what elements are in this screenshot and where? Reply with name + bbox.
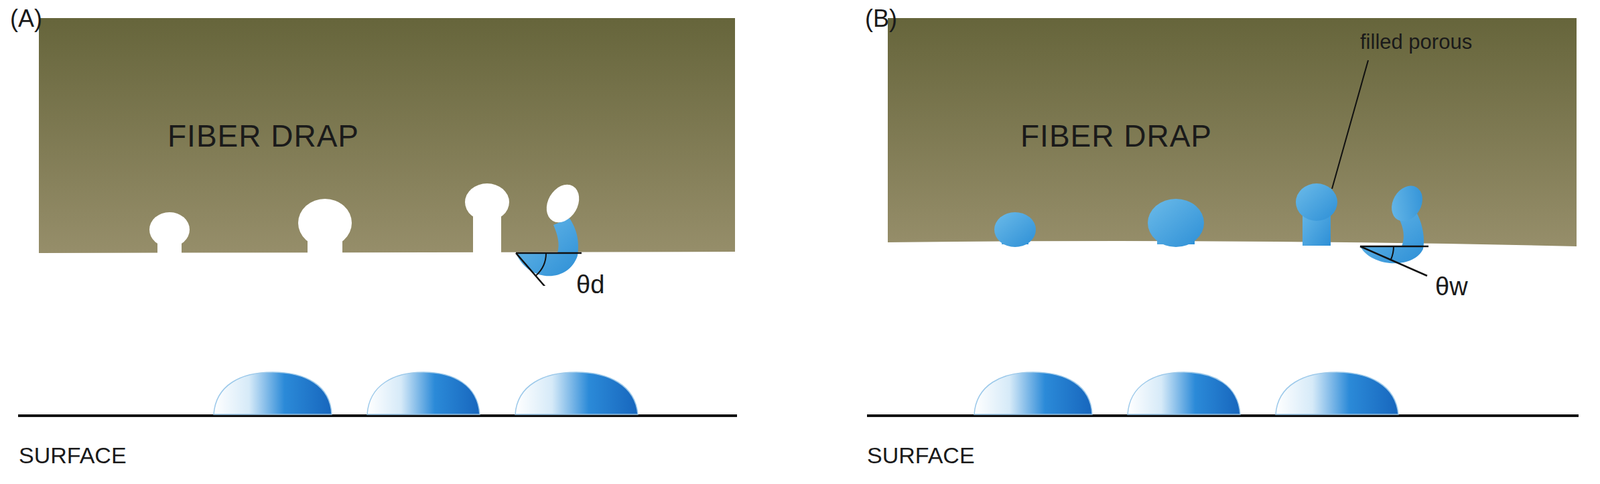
drap-outline — [887, 18, 1578, 287]
angle-line — [1360, 246, 1428, 277]
panel-label: (A) — [10, 5, 43, 33]
pore — [1147, 198, 1205, 248]
droplet — [1360, 210, 1424, 264]
surface-label: SURFACE — [18, 443, 127, 469]
panel-label: (B) — [864, 5, 898, 33]
angle-line — [515, 252, 582, 255]
drap-label: FIBER DRAP — [167, 119, 360, 154]
droplets — [213, 372, 1399, 415]
pore — [540, 178, 586, 229]
filled-pore — [1385, 180, 1429, 227]
pore — [298, 198, 352, 248]
pore — [994, 212, 1036, 248]
fiber-drap: FIBER DRAP — [887, 18, 1578, 287]
angle-label: θw — [1435, 273, 1469, 302]
callout-label: filled porous — [1360, 30, 1473, 54]
fiber-drap — [38, 18, 736, 254]
surface-label: SURFACE — [867, 443, 975, 469]
angle-arc — [1390, 246, 1394, 260]
angle-line — [1360, 245, 1429, 248]
drap-label: FIBER DRAP — [1020, 119, 1213, 154]
leader-line — [1331, 60, 1369, 189]
droplet — [515, 218, 579, 277]
angle-arc — [536, 253, 547, 277]
angle-label: θd — [576, 271, 605, 300]
fiber-drap — [887, 18, 1577, 247]
pore — [464, 183, 510, 222]
angle-line — [515, 253, 569, 287]
fiber-drap: FIBER DRAP — [38, 18, 738, 287]
pore — [149, 212, 190, 248]
drap-outline — [38, 18, 738, 287]
pore — [1295, 183, 1338, 222]
